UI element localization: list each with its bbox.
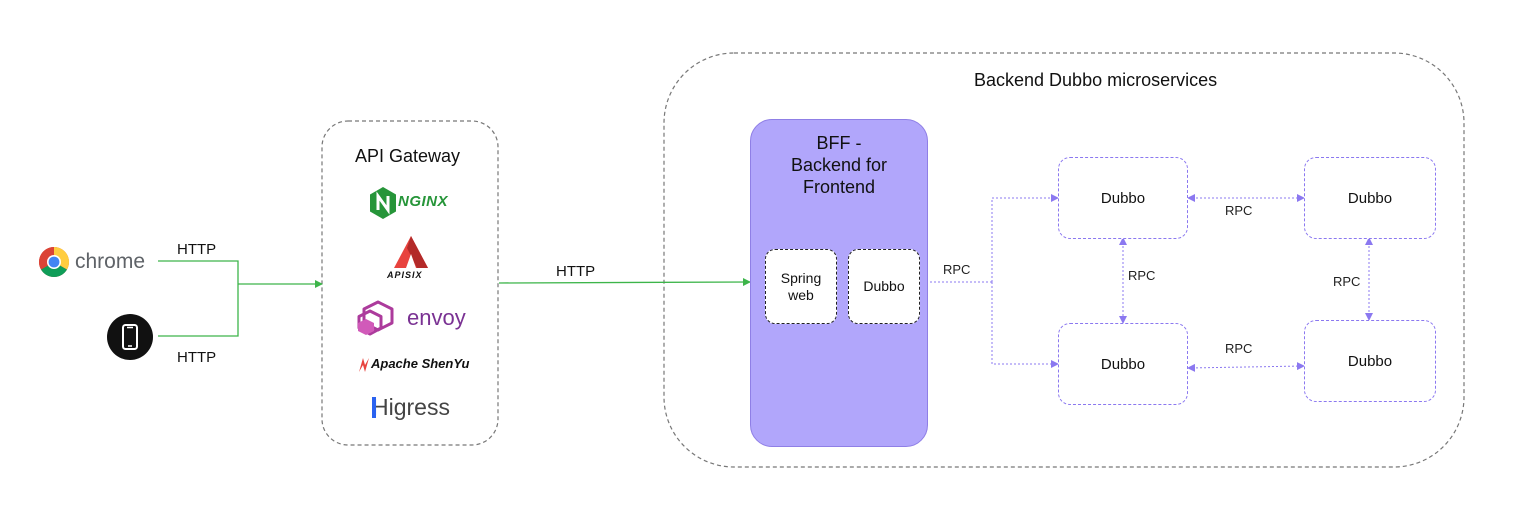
gateway-bff-http-line bbox=[498, 278, 751, 287]
nginx-logo: NGINX bbox=[368, 186, 450, 220]
bff-title-line2: Backend for bbox=[790, 155, 888, 175]
gateway-title: API Gateway bbox=[355, 146, 461, 166]
envoy-logo: envoy bbox=[352, 299, 472, 339]
rpc-label-top: RPC bbox=[1225, 203, 1253, 218]
service-rpc-lines bbox=[1119, 194, 1373, 372]
bff-title-line3: Frontend bbox=[802, 177, 876, 197]
backend-container bbox=[663, 52, 1465, 468]
apache-shenyu-logo-text: Apache ShenYu bbox=[371, 356, 470, 371]
rpc-label-left: RPC bbox=[1128, 268, 1156, 283]
higress-accent-bar bbox=[372, 397, 376, 418]
rpc-label-right: RPC bbox=[1333, 274, 1361, 289]
bff-rpc-lines bbox=[926, 194, 1059, 368]
apisix-logo: APISIX bbox=[383, 234, 439, 282]
bff-box: BFF - Backend for Frontend Spring web Du… bbox=[750, 119, 928, 447]
bff-dubbo-box: Dubbo bbox=[848, 249, 920, 324]
bff-rpc-label: RPC bbox=[943, 262, 971, 277]
dubbo-service-top-left: Dubbo bbox=[1058, 157, 1188, 239]
dubbo-service-top-right: Dubbo bbox=[1304, 157, 1436, 239]
spring-web-line2: web bbox=[788, 286, 814, 303]
bff-title: BFF - Backend for Frontend bbox=[751, 132, 927, 198]
backend-title: Backend Dubbo microservices bbox=[974, 70, 1218, 90]
bff-title-line1: BFF - bbox=[816, 133, 862, 153]
spring-web-line1: Spring bbox=[780, 269, 822, 286]
client-http-lines bbox=[158, 260, 323, 337]
higress-logo: Higress bbox=[372, 394, 468, 424]
dubbo-service-bottom-left: Dubbo bbox=[1058, 323, 1188, 405]
http-label-bottom: HTTP bbox=[177, 349, 217, 366]
http-label-top: HTTP bbox=[177, 241, 217, 258]
chrome-icon bbox=[38, 246, 70, 278]
mobile-phone-icon bbox=[107, 314, 153, 360]
spring-web-box: Spring web bbox=[765, 249, 837, 324]
higress-logo-text: Higress bbox=[372, 394, 450, 420]
gateway-http-label: HTTP bbox=[556, 263, 596, 280]
apisix-logo-text: APISIX bbox=[387, 270, 423, 280]
rpc-label-bottom: RPC bbox=[1225, 341, 1253, 356]
envoy-logo-text: envoy bbox=[407, 305, 466, 330]
apache-shenyu-logo: Apache ShenYu bbox=[357, 354, 479, 376]
chrome-label: chrome bbox=[75, 250, 146, 273]
dubbo-service-bottom-right: Dubbo bbox=[1304, 320, 1436, 402]
nginx-logo-text: NGINX bbox=[398, 193, 449, 210]
